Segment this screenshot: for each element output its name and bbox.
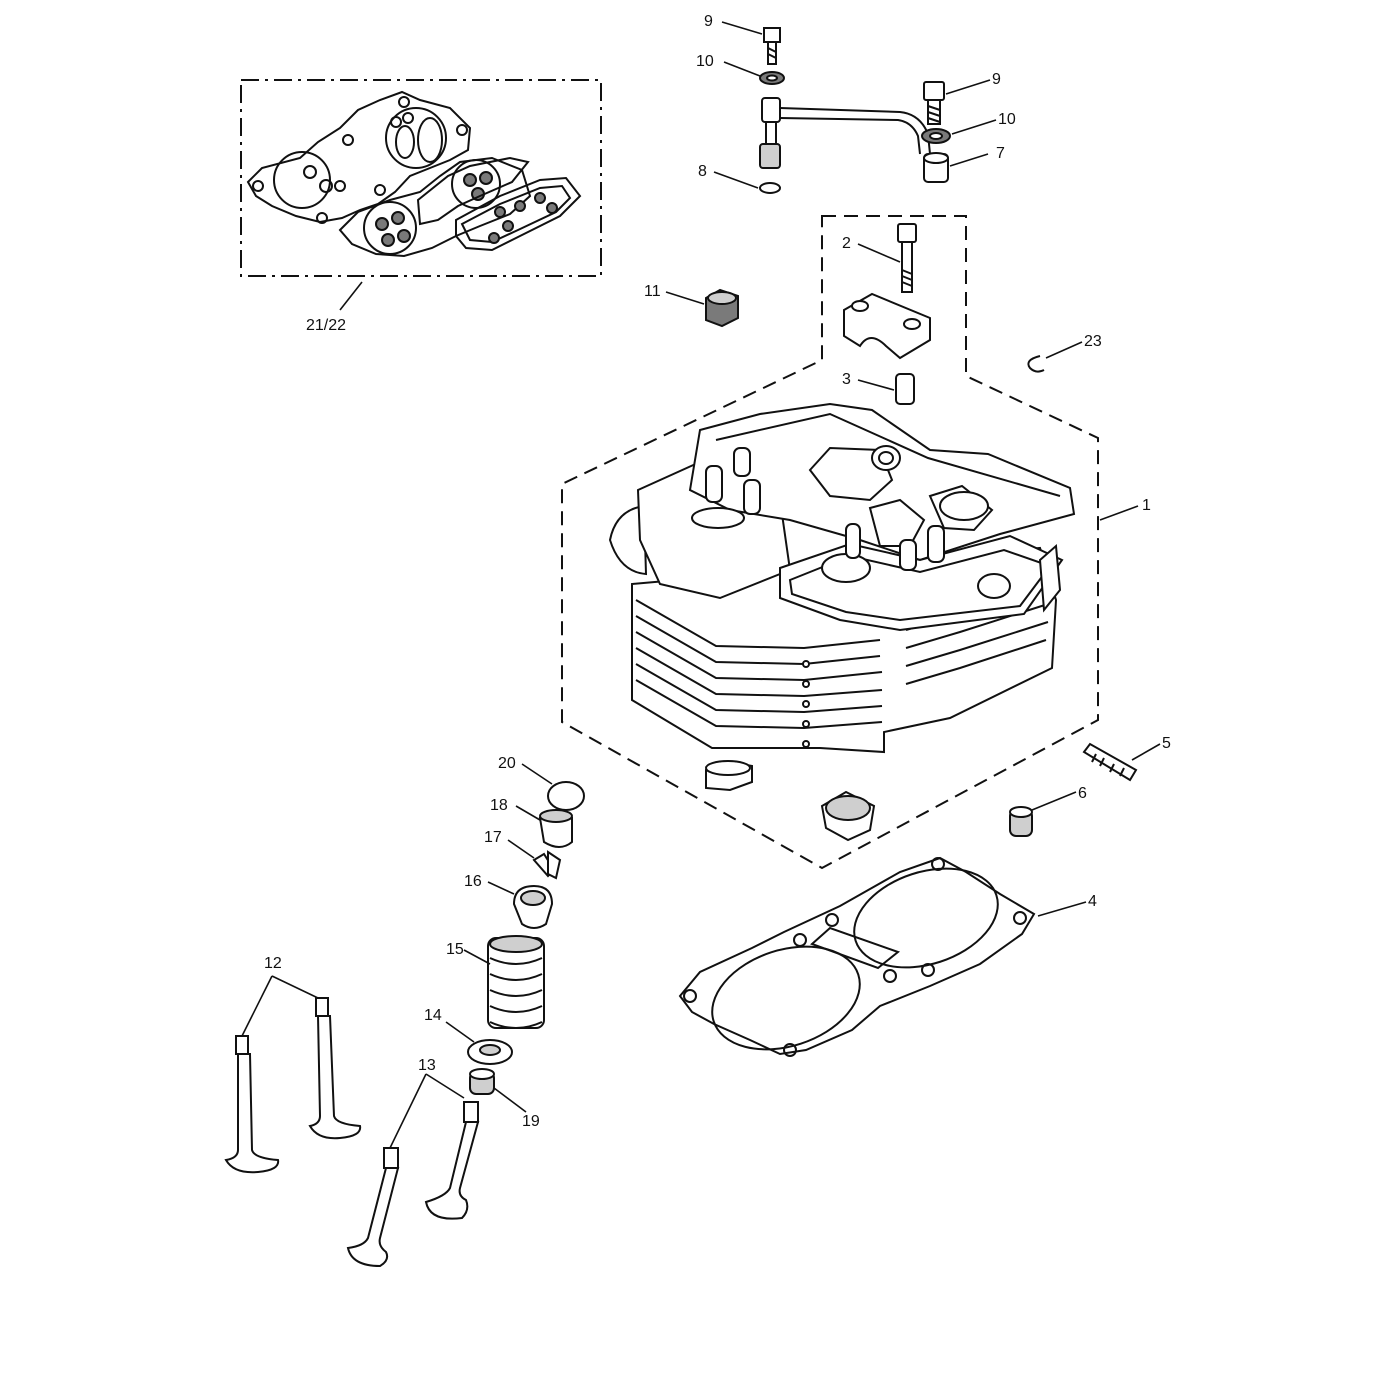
valve-12a xyxy=(224,1035,280,1174)
cylinder-head-envelope xyxy=(561,215,1099,870)
leader-lines xyxy=(241,21,1161,1149)
callout-15: 15 xyxy=(446,941,464,958)
callout-3: 3 xyxy=(842,371,851,388)
stud-5 xyxy=(1082,742,1138,782)
callout-7: 7 xyxy=(996,145,1005,162)
callout-5: 5 xyxy=(1162,735,1171,752)
callout-9-top-right: 9 xyxy=(992,71,1001,88)
shim-20 xyxy=(547,781,585,811)
callout-20: 20 xyxy=(498,755,516,772)
dowel-6 xyxy=(1009,806,1033,837)
nut-11 xyxy=(705,288,739,328)
callout-9-top-left: 9 xyxy=(704,13,713,30)
cylinder-head xyxy=(608,402,1076,754)
callout-14: 14 xyxy=(424,1007,442,1024)
valve-13a xyxy=(346,1147,400,1268)
dowel-3 xyxy=(895,373,915,405)
callout-23: 23 xyxy=(1084,333,1102,350)
oil-feed-pipe-assembly xyxy=(759,27,951,194)
callout-17: 17 xyxy=(484,829,502,846)
leader-21-22 xyxy=(339,281,363,311)
callout-16: 16 xyxy=(464,873,482,890)
clip-23 xyxy=(1027,355,1045,373)
callout-21-22: 21/22 xyxy=(306,317,346,334)
head-gasket xyxy=(678,856,1036,1057)
valve-13b xyxy=(424,1101,480,1220)
callout-labels: 9 10 9 10 7 8 2 11 23 3 1 5 20 6 18 17 1… xyxy=(264,13,1171,1130)
stem-seal-19 xyxy=(469,1068,495,1095)
callout-10-top-left: 10 xyxy=(696,53,714,70)
valve-seat-ring xyxy=(705,760,753,792)
callout-10-top-right: 10 xyxy=(998,111,1016,128)
gasket-kit-box xyxy=(240,79,602,277)
bucket-18 xyxy=(538,809,573,848)
spring-seat-14 xyxy=(467,1039,513,1065)
collets-17 xyxy=(532,850,562,880)
callout-4: 4 xyxy=(1088,893,1097,910)
callout-13: 13 xyxy=(418,1057,436,1074)
callout-8: 8 xyxy=(698,163,707,180)
valve-seat-ring-2 xyxy=(820,790,876,842)
retainer-16 xyxy=(512,884,554,929)
spring-15 xyxy=(487,935,545,1029)
callout-11: 11 xyxy=(644,283,661,300)
callout-6: 6 xyxy=(1078,785,1087,802)
bolt-2 xyxy=(897,223,917,293)
callout-2: 2 xyxy=(842,235,851,252)
valve-12b xyxy=(308,997,362,1140)
callout-12: 12 xyxy=(264,955,282,972)
callout-18: 18 xyxy=(490,797,508,814)
callout-1: 1 xyxy=(1142,497,1151,514)
bearing-cap xyxy=(843,292,931,360)
callout-19: 19 xyxy=(522,1113,540,1130)
